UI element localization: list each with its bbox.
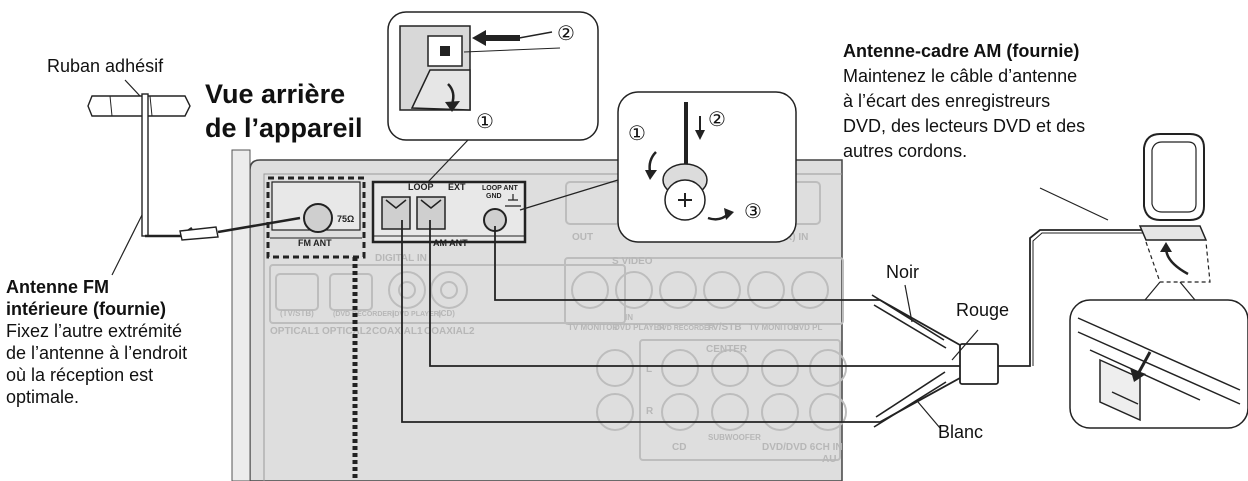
- tape-label: Ruban adhésif: [47, 56, 164, 76]
- label-dvd-recorder-paren: (DVD RECORDER): [333, 311, 394, 318]
- title-line-2: de l’appareil: [205, 113, 363, 143]
- am-antenna-title: Antenne-cadre AM (fournie): [843, 41, 1080, 61]
- fm-antenna-desc-3: où la réception est: [6, 365, 154, 385]
- label-coaxial2: COAXIAL2: [424, 326, 475, 337]
- label-digital-in: DIGITAL IN: [375, 253, 427, 264]
- label-tv-monitor-2: TV MONITOR: [749, 323, 799, 332]
- label-coaxial1: COAXIAL1: [372, 326, 423, 337]
- title-line-1: Vue arrière: [205, 79, 346, 109]
- fm-antenna-illustration: [87, 79, 301, 276]
- label-au: AU: [822, 454, 836, 465]
- label-r: R: [646, 406, 654, 417]
- am-ant-terminal: LOOP EXT AM ANT LOOP ANT GND: [371, 180, 527, 248]
- fm-antenna-desc-2: de l’antenne à l’endroit: [6, 343, 188, 363]
- stand-detail-inset: [1069, 281, 1248, 429]
- fm-antenna-title-1: Antenne FM: [6, 277, 109, 297]
- fm-ant-terminal: 75Ω FM ANT: [266, 176, 366, 259]
- step-1-gnd: ①: [628, 123, 646, 145]
- wire-junction: [959, 343, 999, 385]
- label-fm-ant: FM ANT: [298, 238, 332, 248]
- wire-label-white: Blanc: [938, 422, 984, 442]
- label-tv-stb-paren: (TV/STB): [280, 309, 314, 318]
- am-wires: [401, 220, 961, 423]
- label-optical1: OPTICAL1: [270, 326, 320, 337]
- background-connectors: [269, 181, 847, 461]
- loop-antenna-cable: [998, 229, 1180, 367]
- label-am-ant: AM ANT: [433, 238, 468, 248]
- label-out: OUT: [572, 232, 593, 243]
- label-dvd-player: DVD PLAYER: [614, 323, 665, 332]
- label-cd-paren: (CD): [438, 309, 455, 318]
- label-cd: CD: [672, 442, 686, 453]
- step-2-gnd: ②: [708, 109, 726, 131]
- label-dvd-pl: DVD PL: [793, 323, 822, 332]
- label-l: L: [646, 364, 652, 375]
- am-antenna-desc-2: à l’écart des enregistreurs: [843, 91, 1051, 111]
- wire-label-black: Noir: [886, 262, 920, 282]
- label-gnd: GND: [486, 193, 502, 200]
- step-1-loop: ①: [476, 111, 494, 133]
- label-dvd-6ch-in: DVD/DVD 6CH IN: [762, 442, 843, 453]
- label-tv-stb: TV/STB: [706, 322, 742, 333]
- fm-antenna-desc-4: optimale.: [6, 387, 80, 407]
- step-3-gnd: ③: [744, 201, 762, 223]
- label-center: CENTER: [706, 344, 748, 355]
- label-s-video: S VIDEO: [612, 256, 653, 267]
- loop-terminal-inset: ② ①: [387, 11, 599, 183]
- label-subwoofer: SUBWOOFER: [708, 433, 761, 442]
- am-antenna-desc-1: Maintenez le câble d’antenne: [843, 66, 1078, 86]
- label-r-in: R) IN: [785, 232, 808, 243]
- label-in: IN: [625, 313, 633, 322]
- label-loop: LOOP: [408, 182, 434, 192]
- label-optical2: OPTICAL2: [322, 326, 372, 337]
- fm-antenna-desc-1: Fixez l’autre extrémité: [6, 321, 183, 341]
- wire-ends: [871, 294, 947, 428]
- label-75-ohm: 75Ω: [337, 214, 354, 224]
- label-ext: EXT: [448, 182, 466, 192]
- label-loop-ant: LOOP ANT: [482, 185, 519, 192]
- wire-label-red: Rouge: [956, 300, 1010, 320]
- am-antenna-desc-3: DVD, des lecteurs DVD et des: [843, 116, 1086, 136]
- panel-faded-labels: OUT R) IN DIGITAL IN (TV/STB) (DVD RECOR…: [270, 232, 843, 465]
- label-tv-monitor: TV MONITOR: [568, 323, 618, 332]
- label-dvd-player-paren: (DVD PLAYER): [392, 311, 441, 318]
- label-dvd-recorder: DVD RECORDER: [657, 325, 714, 332]
- am-loop-antenna: [1138, 133, 1211, 283]
- gnd-screw-inset: ① ② ③: [519, 91, 797, 243]
- fm-antenna-title-2: intérieure (fournie): [6, 299, 167, 319]
- step-2-loop: ②: [557, 23, 575, 45]
- am-antenna-desc-4: autres cordons.: [843, 141, 968, 161]
